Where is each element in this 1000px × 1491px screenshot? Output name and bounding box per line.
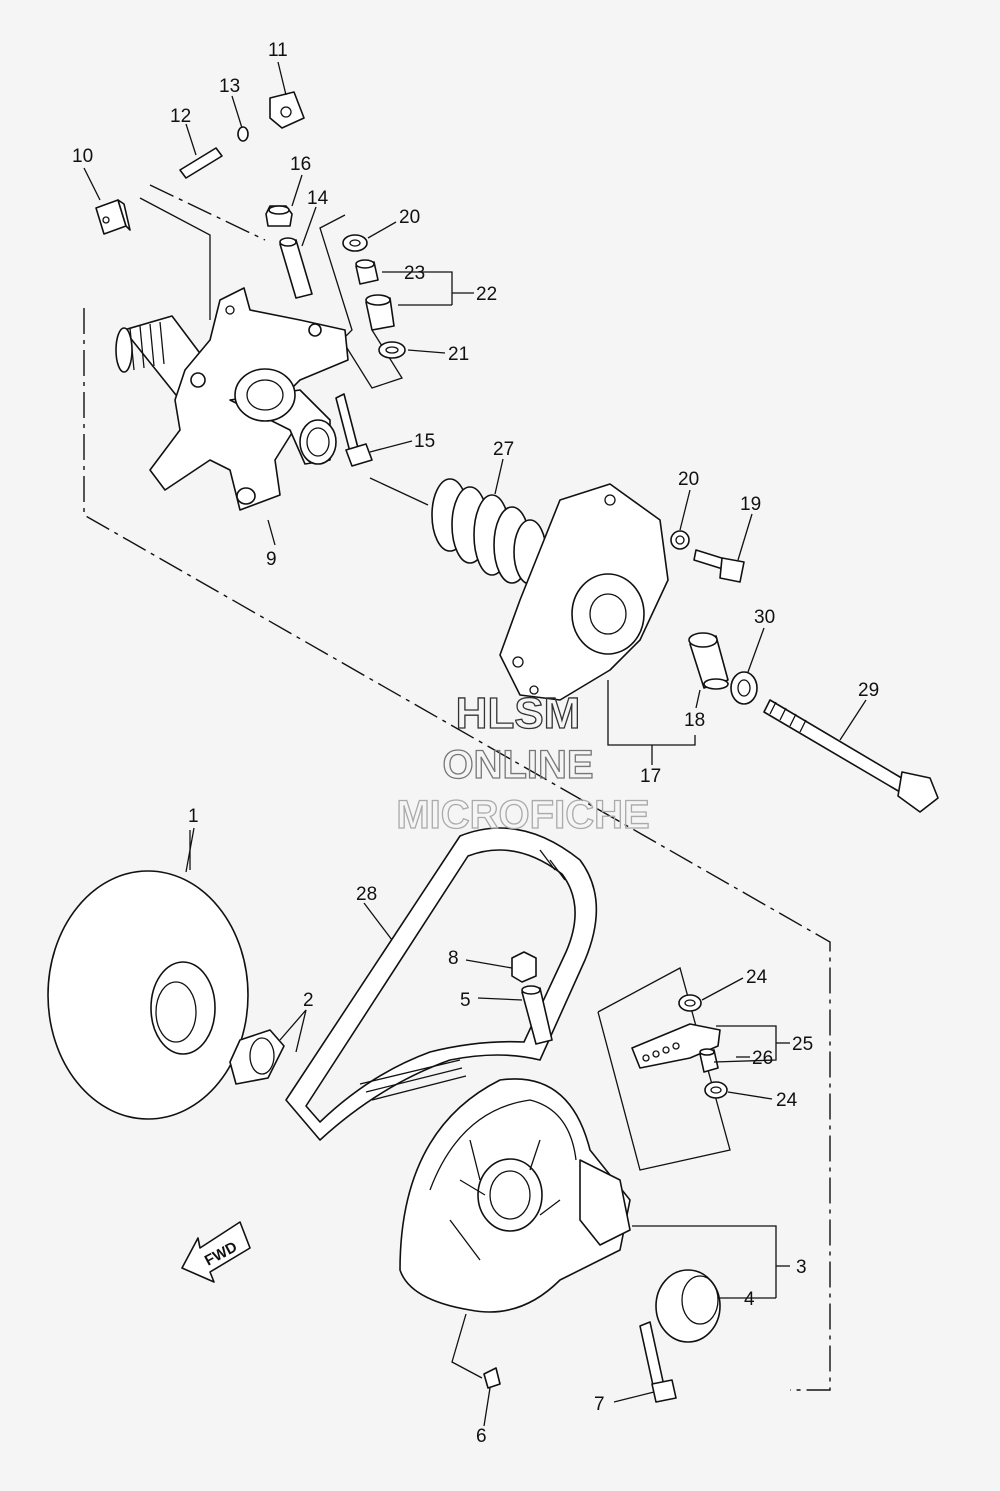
callout-25: 25 [792, 1034, 813, 1055]
callout-6: 6 [476, 1426, 487, 1447]
callout-29: 29 [858, 680, 879, 701]
part-23-bushing-bottom[interactable] [365, 294, 395, 331]
callout-27: 27 [493, 439, 514, 460]
watermark-line3: MICROFICHE [396, 793, 649, 837]
part-16-collar[interactable] [265, 205, 293, 227]
part-15-bolt[interactable] [335, 393, 373, 467]
part-26-roller[interactable] [699, 1048, 719, 1073]
callout-24-top: 24 [746, 967, 768, 988]
callout-10: 10 [72, 146, 93, 167]
callout-5: 5 [460, 990, 471, 1011]
callout-14: 14 [307, 188, 329, 209]
callout-21-bottom: 21 [448, 344, 469, 365]
callout-4: 4 [744, 1289, 755, 1310]
part-9-spider[interactable] [115, 287, 349, 511]
leader-lines [83, 61, 867, 1427]
part-19-bolt[interactable] [693, 549, 745, 583]
callout-7: 7 [594, 1394, 605, 1415]
callout-26: 26 [752, 1048, 773, 1069]
callout-28: 28 [356, 884, 377, 905]
callout-22: 22 [476, 284, 497, 305]
watermark-line1: HLSM [456, 689, 581, 738]
part-28-drive-belt[interactable] [285, 827, 598, 1141]
assembly-guide-lines [83, 184, 831, 1391]
part-1-fixed-sheave[interactable] [47, 870, 249, 1120]
part-5-sleeve[interactable] [521, 985, 553, 1045]
callout-3: 3 [796, 1257, 807, 1278]
callout-15: 15 [414, 431, 435, 452]
part-12-pin[interactable] [179, 147, 223, 179]
part-8-nut[interactable] [511, 951, 537, 983]
part-20-washer[interactable] [670, 530, 690, 550]
callout-23: 23 [404, 263, 425, 284]
callout-18: 18 [684, 710, 705, 731]
callout-13: 13 [219, 76, 240, 97]
part-21-washer-bottom[interactable] [378, 341, 406, 359]
part-3-movable-sheave[interactable] [399, 1078, 631, 1313]
callout-24-bottom: 24 [776, 1090, 798, 1111]
part-17-cover[interactable] [499, 483, 669, 701]
callout-16: 16 [290, 154, 311, 175]
part-24-washer-top[interactable] [678, 994, 702, 1012]
callout-1: 1 [188, 806, 199, 827]
callout-30: 30 [754, 607, 775, 628]
part-14-sleeve[interactable] [279, 237, 313, 299]
part-2-collets[interactable] [229, 1029, 285, 1085]
callout-20: 20 [678, 469, 699, 490]
part-27-spring[interactable] [431, 478, 547, 585]
part-18-bearing[interactable] [688, 632, 729, 690]
part-10-clip[interactable] [95, 199, 131, 235]
part-23-bushing-top[interactable] [355, 259, 379, 285]
callout-17: 17 [640, 766, 661, 787]
callout-9: 9 [266, 549, 277, 570]
callout-19: 19 [740, 494, 761, 515]
part-30-washer[interactable] [730, 671, 758, 705]
fwd-direction-arrow: FWD [181, 1221, 251, 1283]
part-29-bolt[interactable] [763, 699, 939, 813]
part-13-oring[interactable] [237, 126, 249, 142]
watermark-line2: ONLINE [442, 743, 593, 787]
watermark: HLSM ONLINE MICROFICHE [396, 688, 651, 837]
part-24-washer-bottom[interactable] [704, 1081, 728, 1099]
callout-8: 8 [448, 948, 459, 969]
callout-2: 2 [303, 990, 314, 1011]
part-25-arm[interactable] [631, 1023, 721, 1069]
callout-12: 12 [170, 106, 191, 127]
part-7-bolt[interactable] [639, 1321, 677, 1403]
part-4-bushing[interactable] [655, 1269, 721, 1343]
callout-11: 11 [268, 40, 288, 61]
part-11-nut[interactable] [269, 91, 305, 129]
callout-21-top: 20 [399, 207, 420, 228]
part-21-washer-top[interactable] [342, 234, 368, 252]
part-6-cap[interactable] [483, 1367, 501, 1389]
callout-labels: 11 13 12 10 16 14 20 23 22 21 15 27 20 1… [72, 40, 879, 1447]
